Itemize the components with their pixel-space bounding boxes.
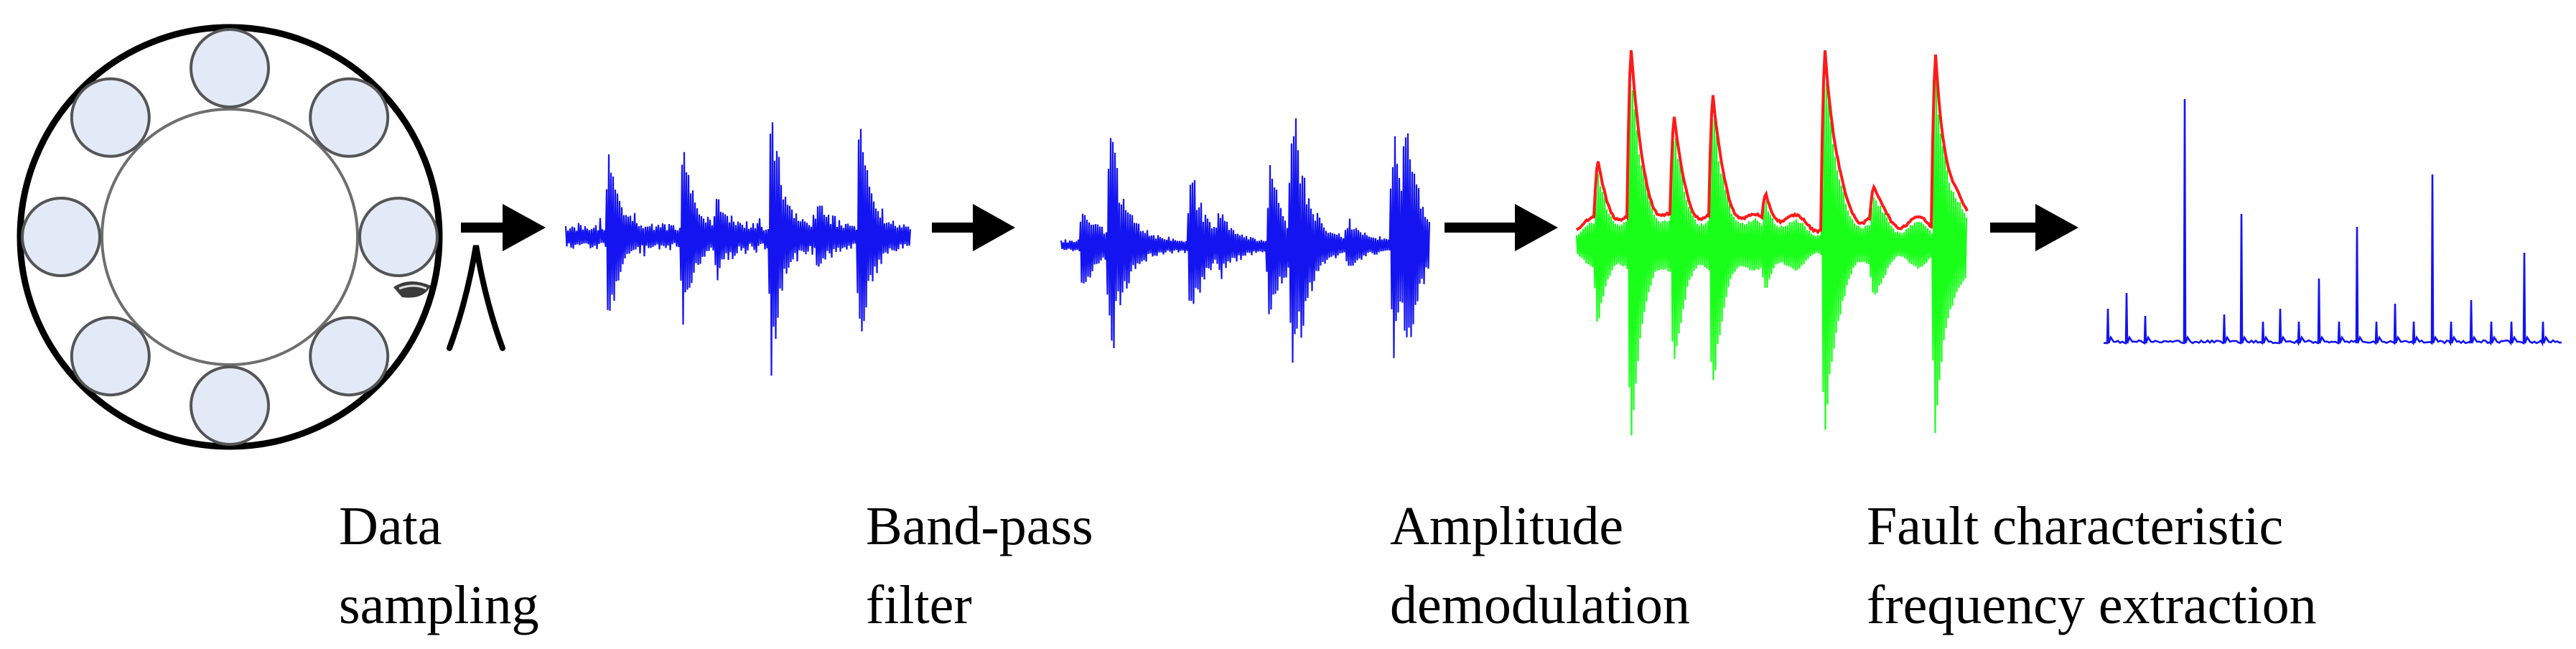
caption-line: frequency extraction	[1867, 575, 2317, 635]
caption-line: Fault characteristic	[1867, 496, 2284, 556]
caption-line: demodulation	[1390, 575, 1690, 635]
bearing-ball	[309, 316, 390, 397]
caption-line: sampling	[339, 575, 539, 635]
arrow-2-icon	[932, 204, 1015, 251]
demodulated-signal	[1575, 71, 1968, 436]
envelope-spectrum	[2103, 98, 2562, 347]
caption-band-pass-filter: Band-pass filter	[866, 487, 1093, 645]
sensor-icon	[393, 281, 431, 298]
amplitude-envelope	[1575, 50, 1969, 235]
bearing-ball	[190, 365, 270, 446]
caption-amplitude-demodulation: Amplitude demodulation	[1390, 487, 1690, 645]
bearing-ball	[358, 197, 439, 277]
bearing-ball	[190, 28, 270, 108]
caption-line: Data	[339, 496, 442, 556]
caption-line: Amplitude	[1390, 496, 1624, 556]
bearing-diagram	[17, 24, 505, 450]
band-pass-filtered-signal	[1060, 118, 1431, 363]
arrow-4-icon	[1990, 204, 2078, 251]
bearing-ball	[70, 316, 151, 397]
bearing-balls	[21, 28, 439, 446]
caption-line: Band-pass	[866, 496, 1093, 556]
caption-line: filter	[866, 575, 972, 635]
bearing-ball	[309, 77, 390, 158]
sensor-lead-icon	[447, 245, 505, 351]
arrow-1-icon	[461, 204, 546, 251]
caption-fault-frequency-extraction: Fault characteristic frequency extractio…	[1867, 487, 2317, 645]
raw-vibration-signal	[564, 122, 912, 376]
bearing-ball	[21, 197, 101, 277]
arrow-3-icon	[1445, 204, 1558, 251]
caption-data-sampling: Data sampling	[339, 487, 539, 645]
bearing-ball	[70, 77, 151, 158]
bearing-inner-ring	[101, 108, 359, 366]
